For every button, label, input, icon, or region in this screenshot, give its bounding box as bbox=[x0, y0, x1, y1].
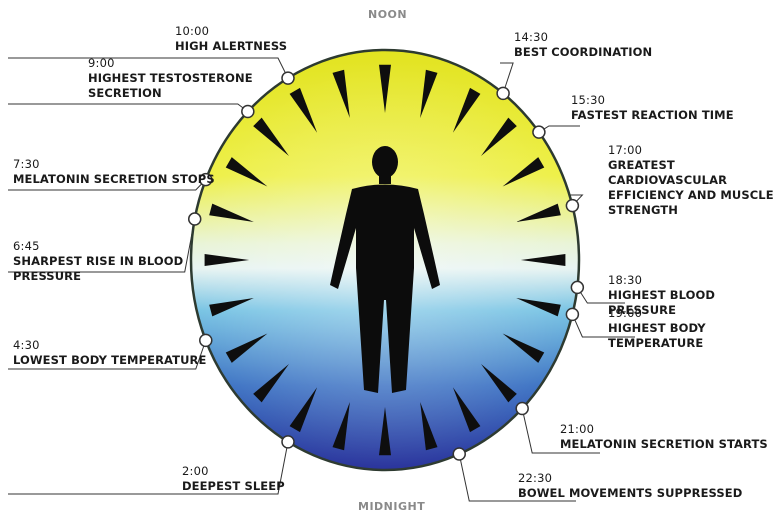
event-text: DEEPEST SLEEP bbox=[182, 479, 285, 494]
noon-label: NOON bbox=[368, 8, 407, 21]
event-label-730: 7:30 MELATONIN SECRETION STOPS bbox=[13, 157, 215, 187]
event-label-430: 4:30 LOWEST BODY TEMPERATURE bbox=[13, 338, 206, 368]
event-label-1530: 15:30 FASTEST REACTION TIME bbox=[571, 93, 734, 123]
event-marker bbox=[242, 106, 254, 118]
event-time: 19:00 bbox=[608, 306, 778, 321]
event-marker bbox=[533, 126, 545, 138]
event-label-1900: 19:00 HIGHEST BODY TEMPERATURE bbox=[608, 306, 778, 351]
event-time: 14:30 bbox=[514, 30, 652, 45]
event-text: MELATONIN SECRETION STARTS bbox=[560, 437, 768, 452]
event-marker bbox=[566, 200, 578, 212]
event-label-2100: 21:00 MELATONIN SECRETION STARTS bbox=[560, 422, 768, 452]
event-text: BEST COORDINATION bbox=[514, 45, 652, 60]
event-marker bbox=[282, 72, 294, 84]
event-time: 22:30 bbox=[518, 471, 742, 486]
event-time: 15:30 bbox=[571, 93, 734, 108]
event-time: 7:30 bbox=[13, 157, 215, 172]
event-marker bbox=[497, 87, 509, 99]
event-time: 2:00 bbox=[182, 464, 285, 479]
event-text: HIGH ALERTNESS bbox=[175, 39, 287, 54]
event-text: SHARPEST RISE IN BLOOD PRESSURE bbox=[13, 254, 183, 284]
event-time: 4:30 bbox=[13, 338, 206, 353]
event-text: FASTEST REACTION TIME bbox=[571, 108, 734, 123]
event-label-1430: 14:30 BEST COORDINATION bbox=[514, 30, 652, 60]
event-time: 9:00 bbox=[88, 56, 253, 71]
event-time: 17:00 bbox=[608, 143, 778, 158]
event-time: 18:30 bbox=[608, 273, 778, 288]
leader-line bbox=[8, 104, 248, 112]
event-text: HIGHEST TESTOSTERONE SECRETION bbox=[88, 71, 253, 101]
event-marker bbox=[189, 213, 201, 225]
event-time: 21:00 bbox=[560, 422, 768, 437]
midnight-label: MIDNIGHT bbox=[358, 500, 425, 513]
event-text: LOWEST BODY TEMPERATURE bbox=[13, 353, 206, 368]
event-text: GREATEST CARDIOVASCULAR EFFICIENCY AND M… bbox=[608, 158, 778, 218]
event-label-900: 9:00 HIGHEST TESTOSTERONE SECRETION bbox=[88, 56, 253, 101]
event-marker bbox=[571, 281, 583, 293]
event-marker bbox=[566, 308, 578, 320]
event-label-645: 6:45 SHARPEST RISE IN BLOOD PRESSURE bbox=[13, 239, 183, 284]
event-label-1000: 10:00 HIGH ALERTNESS bbox=[175, 24, 287, 54]
event-time: 10:00 bbox=[175, 24, 287, 39]
event-label-200: 2:00 DEEPEST SLEEP bbox=[182, 464, 285, 494]
event-marker bbox=[453, 448, 465, 460]
event-text: BOWEL MOVEMENTS SUPPRESSED bbox=[518, 486, 742, 501]
event-label-2230: 22:30 BOWEL MOVEMENTS SUPPRESSED bbox=[518, 471, 742, 501]
event-time: 6:45 bbox=[13, 239, 183, 254]
event-text: HIGHEST BODY TEMPERATURE bbox=[608, 321, 778, 351]
event-marker bbox=[282, 436, 294, 448]
event-text: MELATONIN SECRETION STOPS bbox=[13, 172, 215, 187]
event-marker bbox=[516, 402, 528, 414]
event-label-1700: 17:00 GREATEST CARDIOVASCULAR EFFICIENCY… bbox=[608, 143, 778, 218]
